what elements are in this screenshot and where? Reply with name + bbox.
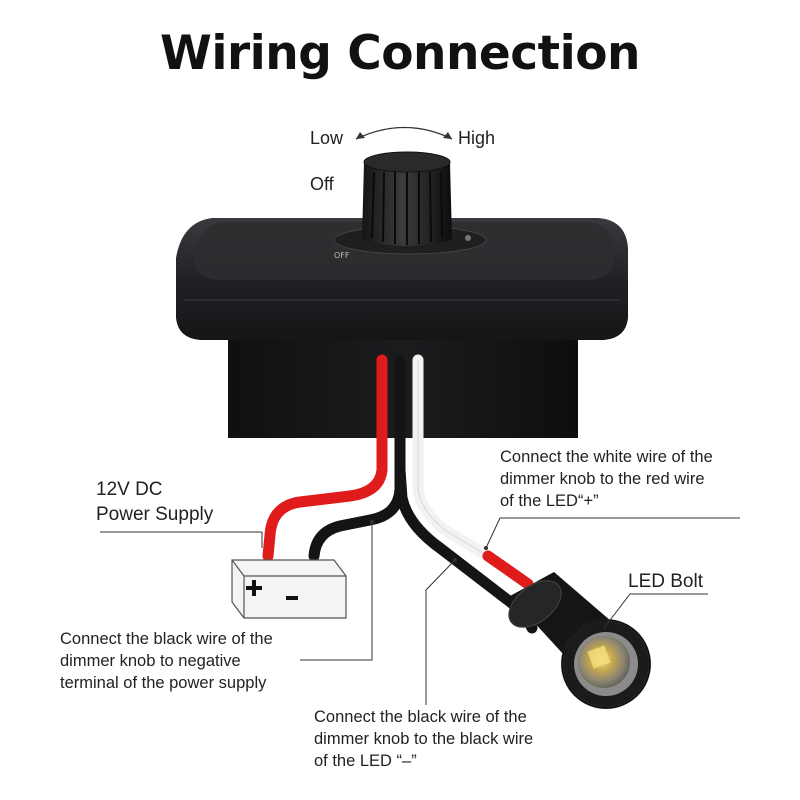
high-label: High bbox=[458, 128, 496, 148]
dial-off-marking: OFF bbox=[334, 251, 350, 260]
red-wire bbox=[262, 354, 388, 562]
arrow-head-left-icon bbox=[356, 132, 365, 139]
note-white-wire: Connect the white wire of the dimmer kno… bbox=[500, 446, 713, 512]
leader-white-wire bbox=[485, 517, 740, 549]
note-black-to-led-line: Connect the black wire of the bbox=[314, 708, 527, 726]
power-supply-terminal bbox=[231, 559, 347, 619]
note-white-wire-line: Connect the white wire of the bbox=[500, 448, 713, 466]
arrow-head-right-icon bbox=[443, 132, 452, 139]
note-black-to-led-line: dimmer knob to the black wire bbox=[314, 730, 534, 748]
power-supply-label-line1: 12V DC bbox=[96, 479, 163, 500]
power-supply-label-line2: Power Supply bbox=[96, 504, 214, 525]
note-black-to-supply-line: Connect the black wire of the bbox=[60, 630, 273, 648]
led-bolt-label: LED Bolt bbox=[628, 571, 703, 592]
note-black-to-supply: Connect the black wire of the dimmer kno… bbox=[60, 628, 273, 694]
note-black-to-supply-line: terminal of the power supply bbox=[60, 674, 267, 692]
note-white-wire-line: dimmer knob to the red wire bbox=[500, 470, 705, 488]
note-black-to-led-line: of the LED “–” bbox=[314, 752, 417, 770]
note-white-wire-line: of the LED“+” bbox=[500, 492, 599, 510]
dimmer-knob bbox=[362, 151, 452, 246]
note-black-to-supply-line: dimmer knob to negative bbox=[60, 652, 241, 670]
leader-led-bolt bbox=[603, 593, 708, 629]
led-bolt bbox=[508, 572, 651, 709]
leader-black-to-supply bbox=[300, 522, 373, 661]
off-label: Off bbox=[310, 174, 334, 194]
leader-black-to-led bbox=[425, 559, 456, 705]
rotation-arrow bbox=[355, 126, 453, 140]
led-red-wire bbox=[482, 550, 534, 590]
low-label: Low bbox=[310, 128, 344, 148]
page-title: Wiring Connection bbox=[160, 26, 640, 81]
note-black-to-led: Connect the black wire of the dimmer kno… bbox=[314, 706, 533, 772]
